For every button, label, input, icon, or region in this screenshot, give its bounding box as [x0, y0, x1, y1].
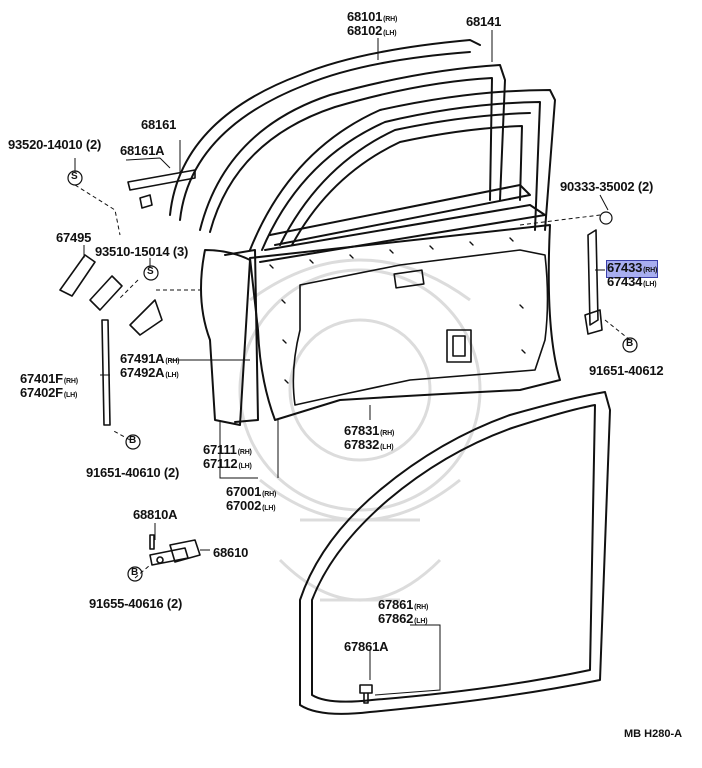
- marker-letter-b: B: [129, 435, 137, 446]
- part-label-67402f[interactable]: 67402F(LH): [20, 385, 78, 400]
- part-label-67112[interactable]: 67112(LH): [203, 456, 252, 471]
- bolt-marker-b3: [127, 566, 143, 582]
- marker-letter-s: S: [71, 171, 78, 182]
- grommet-marker: [599, 211, 613, 225]
- part-label-68101[interactable]: 68101(RH): [347, 9, 398, 24]
- part-label-67111[interactable]: 67111(RH): [203, 442, 252, 457]
- part-label-68161[interactable]: 68161: [141, 117, 177, 132]
- bolt-marker-b1: [622, 337, 638, 353]
- part-label-68141[interactable]: 68141: [466, 14, 502, 29]
- watermark-emblem: [238, 258, 482, 602]
- part-label-91651-40612[interactable]: 91651-40612: [589, 363, 664, 378]
- door-check: [149, 534, 201, 566]
- part-label-67001[interactable]: 67001(RH): [226, 484, 277, 499]
- part-label-90333-35002[interactable]: 90333-35002 (2): [560, 179, 654, 194]
- rear-run-channel: [584, 229, 603, 335]
- part-label-67434[interactable]: 67434(LH): [607, 274, 657, 289]
- part-label-93520-14010[interactable]: 93520-14010 (2): [8, 137, 102, 152]
- part-label-91655-40616[interactable]: 91655-40616 (2): [89, 596, 183, 611]
- marker-letter-b: B: [131, 567, 139, 578]
- part-label-67492a[interactable]: 67492A(LH): [120, 365, 179, 380]
- vent-window-brackets: [59, 254, 163, 336]
- screw-marker-s1: [67, 170, 83, 186]
- service-hole-cover: [292, 249, 549, 406]
- glass-run-weatherstrip: [199, 64, 506, 233]
- part-label-68810a[interactable]: 68810A: [133, 507, 178, 522]
- screw-marker-s2: [143, 265, 159, 281]
- leader-lines: [74, 30, 631, 696]
- part-label-68102[interactable]: 68102(LH): [347, 23, 397, 38]
- clip-bolt: [359, 684, 373, 704]
- part-label-68161a[interactable]: 68161A: [120, 143, 165, 158]
- part-label-67831[interactable]: 67831(RH): [344, 423, 395, 438]
- part-label-93510-15014[interactable]: 93510-15014 (3): [95, 244, 189, 259]
- part-label-67002[interactable]: 67002(LH): [226, 498, 276, 513]
- part-label-67433-highlighted[interactable]: 67433(RH): [605, 260, 659, 278]
- part-label-67495[interactable]: 67495: [56, 230, 92, 245]
- moulding-piece: [127, 169, 196, 209]
- part-label-68610[interactable]: 68610: [213, 545, 249, 560]
- door-shell: [200, 224, 561, 426]
- division-bar: [101, 319, 111, 426]
- part-label-67401f[interactable]: 67401F(RH): [20, 371, 78, 386]
- door-frame-channel: [169, 39, 481, 221]
- marker-letter-s: S: [147, 266, 154, 277]
- bolt-marker-b2: [125, 434, 141, 450]
- door-window-frame: [249, 89, 556, 251]
- panel-clips: [269, 237, 526, 384]
- figure-code: MB H280-A: [624, 728, 683, 740]
- part-label-67861a[interactable]: 67861A: [344, 639, 389, 654]
- part-label-67862[interactable]: 67862(LH): [378, 611, 428, 626]
- part-label-67861[interactable]: 67861(RH): [378, 597, 429, 612]
- door-opening-weatherstrip: [299, 391, 611, 715]
- belt-moulding: [259, 184, 546, 263]
- part-label-91651-40610[interactable]: 91651-40610 (2): [86, 465, 180, 480]
- marker-letter-b: B: [626, 338, 634, 349]
- part-label-67832[interactable]: 67832(LH): [344, 437, 394, 452]
- part-label-67491a[interactable]: 67491A(RH): [120, 351, 180, 366]
